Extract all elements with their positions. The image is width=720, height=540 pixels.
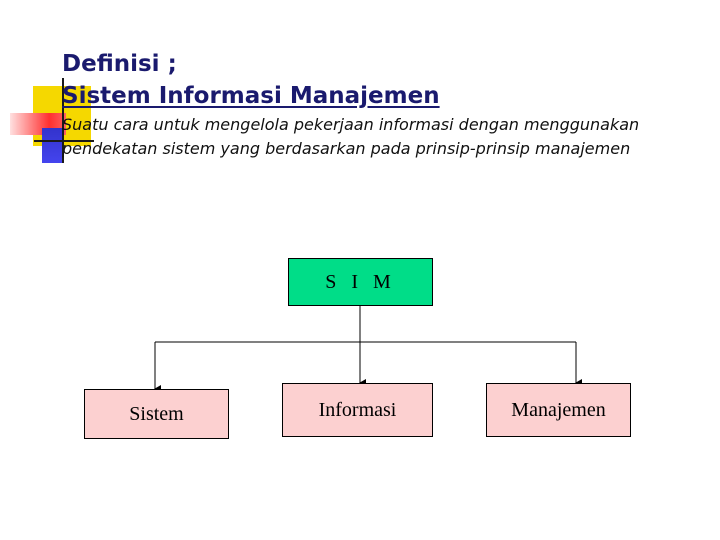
informasi-box: Informasi xyxy=(282,383,433,437)
sistem-label: Sistem xyxy=(129,402,184,425)
definition-text: Suatu cara untuk mengelola pekerjaan inf… xyxy=(62,115,640,158)
title-line-1: Definisi ; xyxy=(62,51,177,77)
manajemen-label: Manajemen xyxy=(511,398,606,421)
deco-horizontal-line xyxy=(34,140,94,142)
sim-box: S I M xyxy=(288,258,433,306)
deco-vertical-line xyxy=(62,78,64,163)
title-line-2: Sistem Informasi Manajemen xyxy=(62,83,440,109)
sim-label: S I M xyxy=(325,270,396,293)
manajemen-box: Manajemen xyxy=(486,383,631,437)
informasi-label: Informasi xyxy=(318,398,397,421)
sistem-box: Sistem xyxy=(84,389,229,439)
slide-title: Definisi ; Sistem Informasi Manajemen xyxy=(62,48,440,112)
deco-blue-square xyxy=(42,128,64,163)
